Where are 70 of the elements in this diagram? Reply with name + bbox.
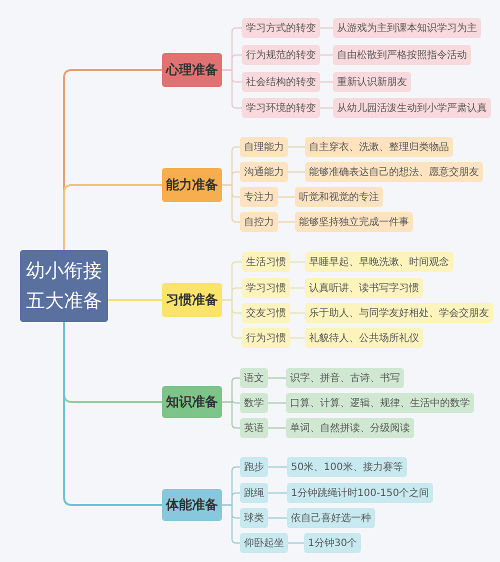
branch-topic-box: 习惯准备 [162,283,222,317]
connector-line [268,427,286,429]
connector-line [290,337,305,339]
connector-line [268,517,287,519]
branch-topic-box: 体能准备 [162,489,222,521]
branch-topic-box: 心理准备 [162,53,222,87]
connector-line [288,171,305,173]
subtopic-box: 跳绳 [240,483,268,503]
subtopic-box: 英语 [240,418,268,438]
subtopic-box: 语文 [240,368,268,388]
detail-box: 从游戏为主到课本知识学习为主 [333,18,481,38]
detail-box: 能够准确表达自己的想法、愿意交朋友 [305,162,483,182]
subtopic-box: 行为习惯 [242,328,290,348]
subtopic-box: 自控力 [240,212,278,232]
connector-line [268,492,287,494]
connector-line [63,184,162,250]
detail-box: 依自己喜好选一种 [287,508,375,528]
subtopic-box: 仰卧起坐 [240,533,288,553]
subtopic-box: 数学 [240,393,268,413]
subtopic-box: 跑步 [240,457,268,477]
connector-line [320,27,333,29]
connector-line [320,81,333,83]
connector-line [108,299,162,301]
detail-box: 礼貌待人、公共场所礼仪 [305,328,423,348]
detail-box: 1分钟30个 [304,533,362,553]
detail-box: 1分钟跳绳计时100-150个之间 [287,483,434,503]
detail-box: 早睡早起、早晚洗漱、时间观念 [305,252,453,272]
detail-box: 认真听讲、读书写字习惯 [305,278,423,298]
connector-line [268,466,287,468]
branch-topic-box: 能力准备 [162,168,222,202]
detail-box: 能够坚持独立完成一件事 [295,212,413,232]
connector-line [268,377,286,379]
subtopic-box: 交友习惯 [242,303,290,323]
connector-line [320,107,333,109]
connector-line [320,54,333,56]
detail-box: 自主穿衣、洗漱、整理归类物品 [305,137,453,157]
subtopic-box: 沟通能力 [240,162,288,182]
detail-box: 听觉和视觉的专注 [295,187,383,207]
subtopic-box: 生活习惯 [242,252,290,272]
central-topic-box: 幼小衔接五大准备 [20,250,108,322]
connector-line [290,312,305,314]
subtopic-box: 社会结构的转变 [242,72,320,92]
connector-line [221,299,243,339]
detail-box: 从幼儿园活泼生动到小学严肃认真 [333,98,491,118]
connector-line [268,402,286,404]
subtopic-box: 学习环境的转变 [242,98,320,118]
detail-box: 50米、100米、接力赛等 [287,457,407,477]
connector-line [221,504,241,544]
detail-box: 口算、计算、逻辑、规律、生活中的数学 [286,393,474,413]
subtopic-box: 行为规范的转变 [242,45,320,65]
subtopic-box: 球类 [240,508,268,528]
subtopic-box: 专注力 [240,187,278,207]
connector-line [278,221,295,223]
connector-line [63,322,162,506]
connector-line [288,146,305,148]
connector-line [221,401,241,429]
detail-box: 识字、拼音、古诗、书写 [286,368,404,388]
branch-topic-box: 知识准备 [162,386,222,418]
connector-line [290,261,305,263]
detail-box: 乐于助人、与同学友好相处、学会交朋友 [305,303,493,323]
subtopic-box: 自理能力 [240,137,288,157]
subtopic-box: 学习方式的转变 [242,18,320,38]
detail-box: 重新认识新朋友 [333,72,411,92]
connector-line [278,196,295,198]
connector-line [288,542,304,544]
connector-line [221,184,241,223]
connector-line [290,287,305,289]
subtopic-box: 学习习惯 [242,278,290,298]
detail-box: 单词、自然拼读、分级阅读 [286,418,414,438]
detail-box: 自由松散到严格按照指令活动 [333,45,471,65]
